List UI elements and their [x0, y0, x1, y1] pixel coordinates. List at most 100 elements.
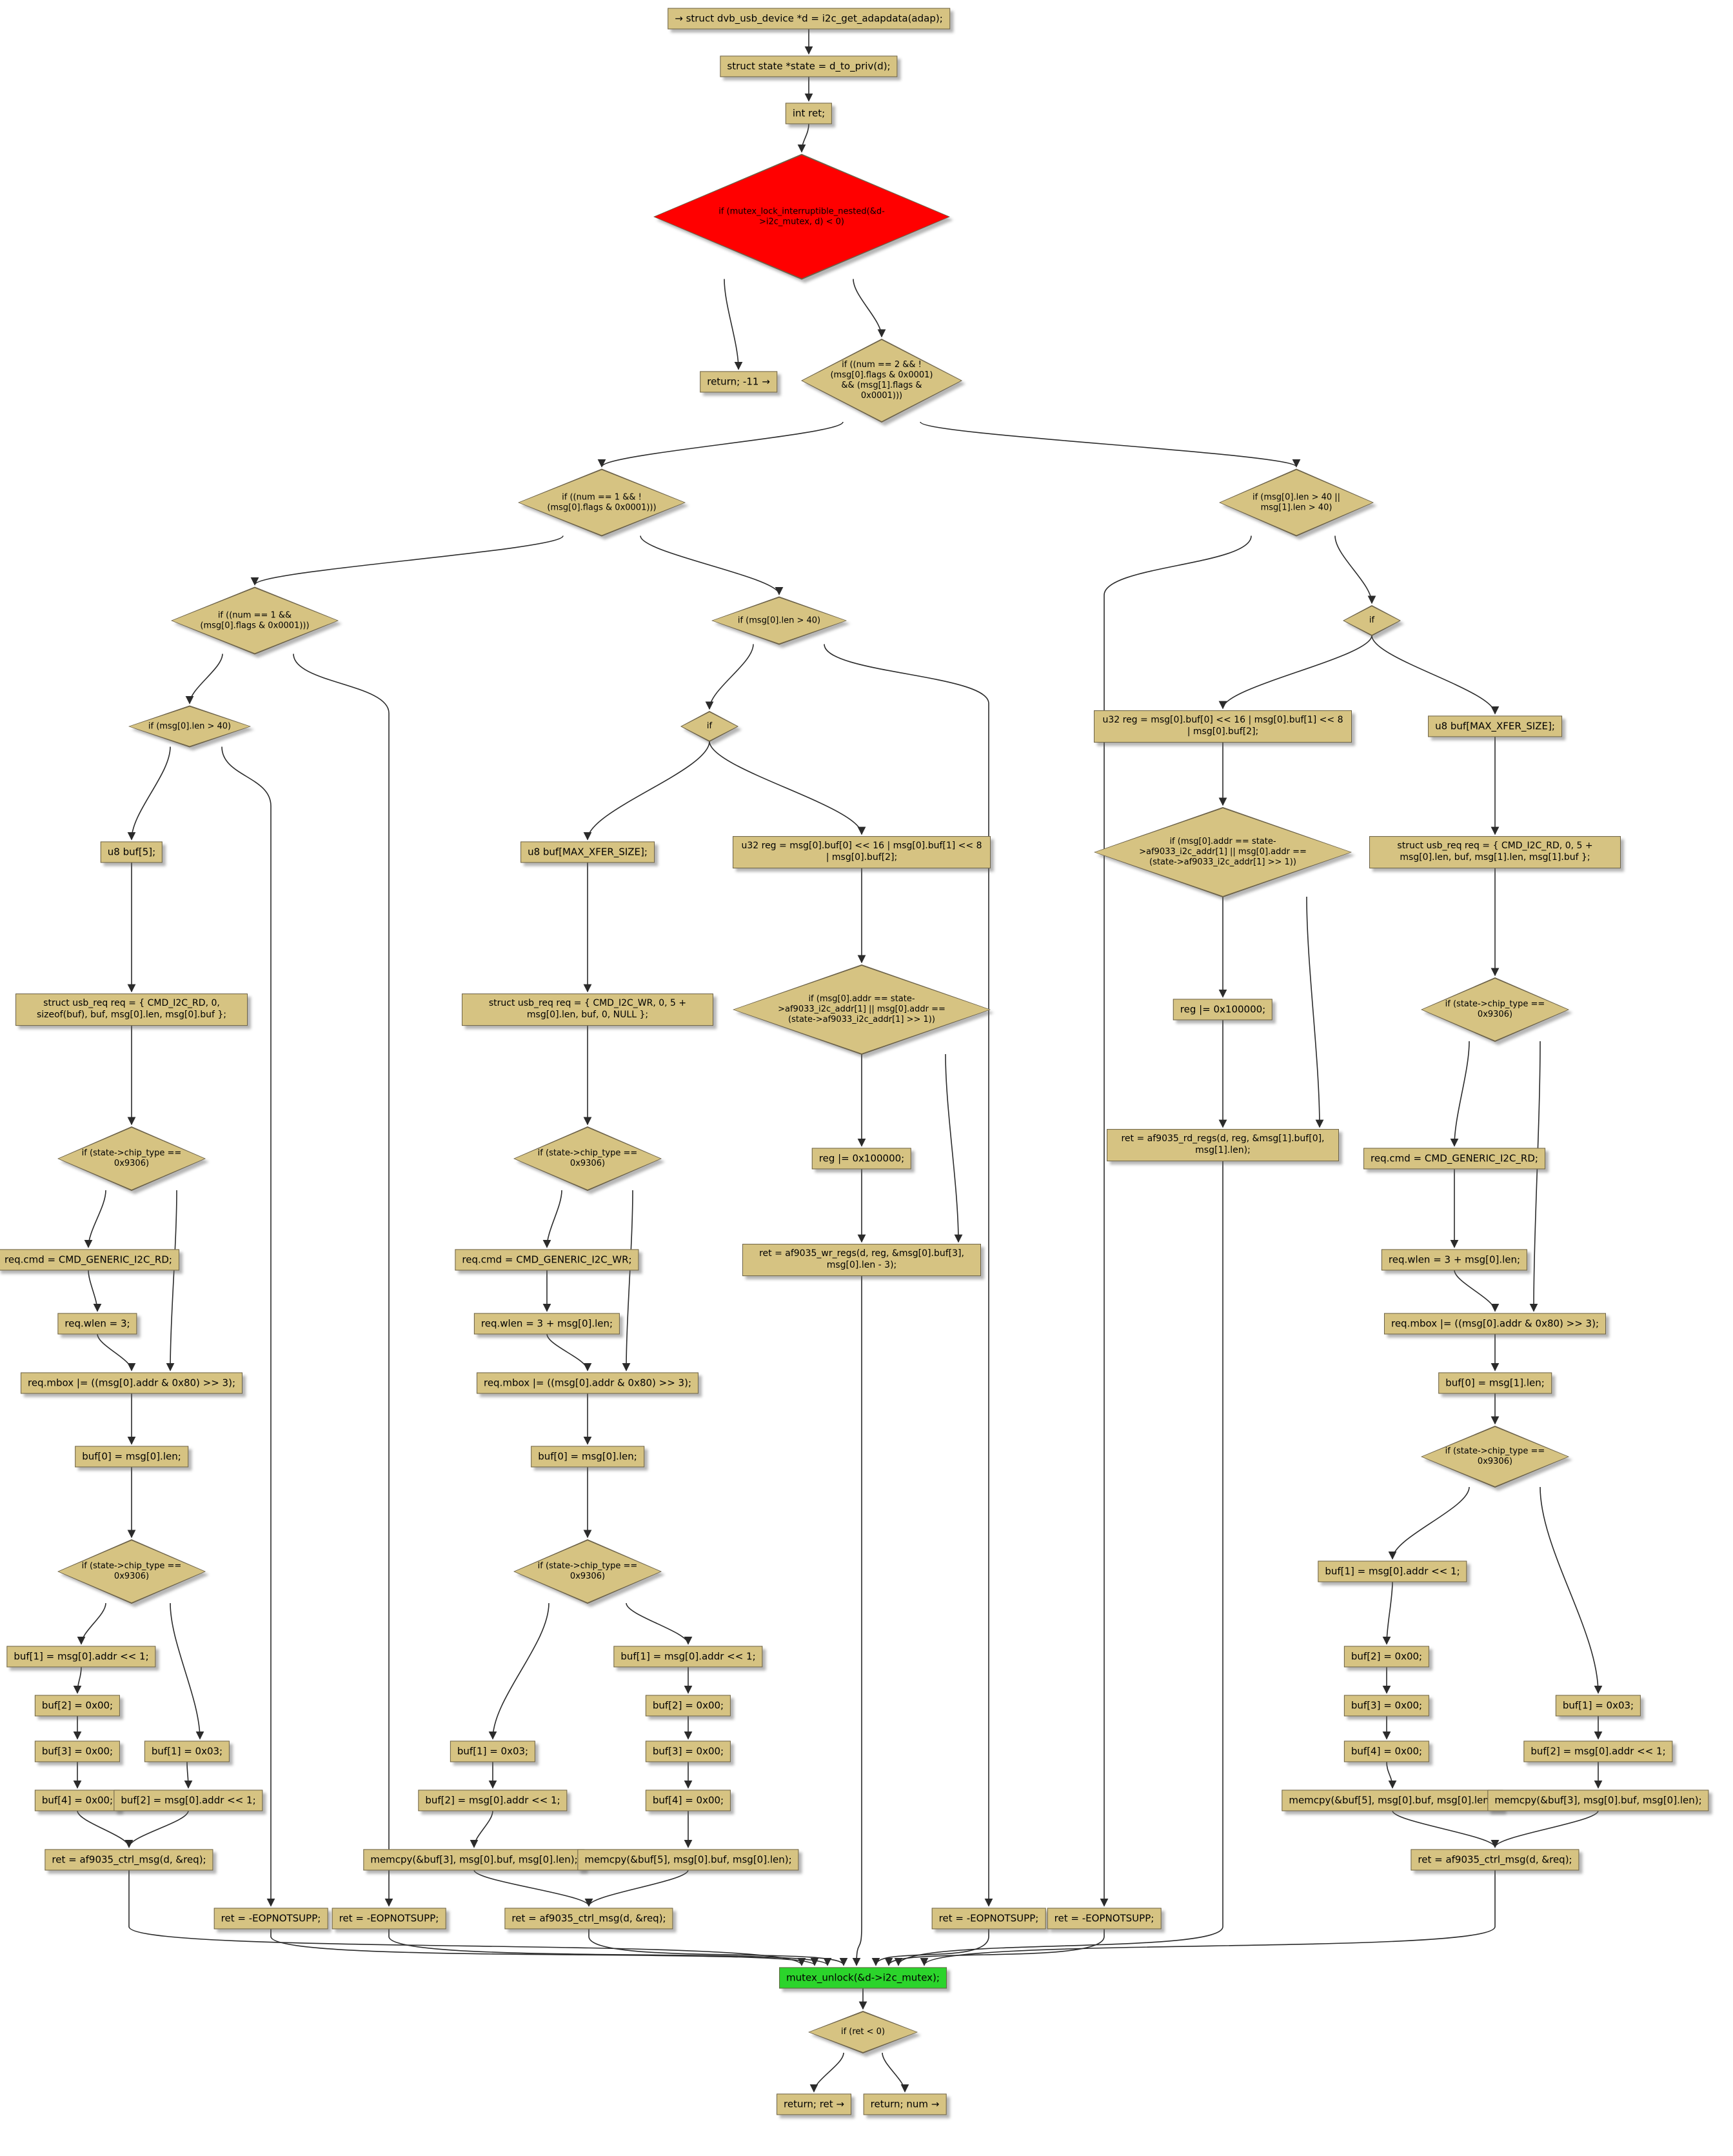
node-label: buf[3] = 0x00; [1351, 1699, 1423, 1712]
node-label: buf[3] = 0x00; [41, 1745, 114, 1757]
flow-node-n25: buf[2] = msg[0].addr << 1; [114, 1790, 263, 1812]
node-label: ret = af9035_ctrl_msg(d, &req); [52, 1853, 206, 1866]
flow-edge-n39-n42 [488, 1602, 550, 1740]
flow-node-n74: ret = -EOPNOTSUPP; [1047, 1908, 1162, 1930]
flow-node-n13: struct usb_req req = { CMD_I2C_RD, 0, si… [15, 993, 248, 1026]
node-label: buf[2] = msg[0].addr << 1; [425, 1794, 560, 1806]
node-label: if (msg[0].addr == state->af9033_i2c_add… [778, 994, 946, 1024]
flow-node-n38: buf[0] = msg[0].len; [531, 1446, 644, 1468]
flow-node-n67: buf[4] = 0x00; [1343, 1741, 1430, 1762]
flow-edge-n08-n74 [1100, 535, 1252, 1907]
node-label: if (msg[0].len > 40) [148, 721, 232, 732]
node-label: memcpy(&buf[3], msg[0].buf, msg[0].len); [1494, 1794, 1702, 1806]
flow-node-n55: struct usb_req req = { CMD_I2C_RD, 0, 5 … [1369, 836, 1621, 868]
flow-edge-n76-n77 [809, 2052, 844, 2093]
flow-edge-n23-n25 [184, 1761, 193, 1789]
node-label: req.cmd = CMD_GENERIC_I2C_RD; [5, 1253, 172, 1266]
node-label: u8 buf[MAX_XFER_SIZE]; [1435, 720, 1555, 732]
flow-node-n57: ret = af9035_rd_regs(d, reg, &msg[1].buf… [1107, 1129, 1339, 1161]
flow-edge-n39-n40 [626, 1602, 693, 1645]
node-label: buf[0] = msg[1].len; [1445, 1377, 1545, 1389]
flow-edge-n63-n68 [1540, 1486, 1603, 1694]
node-label: ret = -EOPNOTSUPP; [938, 1912, 1039, 1924]
flow-edge-n48-n75 [588, 1928, 848, 1966]
flow-node-n64: buf[1] = msg[0].addr << 1; [1318, 1561, 1467, 1582]
flow-node-n09: if ((num == 1 && (msg[0].flags & 0x0001)… [171, 586, 339, 655]
flow-node-n49: reg |= 0x100000; [811, 1148, 912, 1170]
flow-node-n10: if (msg[0].len > 40) [711, 596, 847, 645]
flow-edge-n29-n30 [583, 741, 710, 841]
flow-node-n50: ret = af9035_wr_regs(d, reg, &msg[0].buf… [742, 1244, 981, 1276]
flow-edge-n27-n75 [270, 1928, 819, 1966]
flow-node-n72: ret = af9035_ctrl_msg(d, &req); [1411, 1849, 1580, 1871]
flow-edge-n19-n20 [77, 1602, 106, 1645]
flow-edge-n71-n72 [1490, 1810, 1599, 1848]
node-label: buf[1] = 0x03; [457, 1745, 529, 1757]
node-label: if (ret < 0) [840, 2027, 886, 2037]
node-label: reg |= 0x100000; [818, 1152, 905, 1164]
flow-edge-n25-n26 [124, 1810, 189, 1848]
flow-edge-n58-n61 [1529, 1041, 1541, 1312]
flow-node-n26: ret = af9035_ctrl_msg(d, &req); [45, 1849, 213, 1871]
flow-edge-n63-n64 [1388, 1486, 1470, 1560]
flow-edge-n34-n37 [622, 1190, 633, 1372]
flow-node-n52: u32 reg = msg[0].buf[0] << 16 | msg[0].b… [1094, 710, 1352, 743]
flow-edge-n06-n07 [597, 421, 844, 468]
flow-node-n27: ret = -EOPNOTSUPP; [213, 1908, 328, 1930]
node-label: ret = af9035_wr_regs(d, reg, &msg[0].buf… [759, 1248, 964, 1270]
node-label: u8 buf[MAX_XFER_SIZE]; [528, 846, 648, 858]
node-label: if (mutex_lock_interruptible_nested(&d->… [718, 206, 885, 226]
flow-edge-n51-n53 [1371, 635, 1500, 715]
flow-node-n16: req.wlen = 3; [57, 1313, 137, 1335]
flow-node-n42: buf[1] = 0x03; [450, 1741, 536, 1762]
flow-edge-n29-n31 [709, 741, 866, 835]
node-label: req.wlen = 3; [64, 1317, 130, 1330]
flow-node-n01: → struct dvb_usb_device *d = i2c_get_ada… [668, 8, 950, 30]
node-label: if [1369, 615, 1375, 626]
node-label: if (state->chip_type == 0x9306) [1445, 999, 1545, 1019]
flow-edge-n28-n75 [388, 1928, 832, 1966]
flow-edge-n57-n75 [894, 1160, 1223, 1966]
node-label: return; -11 → [707, 375, 770, 388]
flow-edge-n24-n26 [77, 1810, 134, 1848]
node-label: buf[1] = 0x03; [1562, 1699, 1634, 1712]
flow-node-n75: mutex_unlock(&d->i2c_mutex); [779, 1967, 947, 1989]
node-label: if (state->chip_type == 0x9306) [537, 1148, 638, 1168]
node-label: → struct dvb_usb_device *d = i2c_get_ada… [675, 12, 943, 25]
node-label: ret = -EOPNOTSUPP; [339, 1912, 439, 1924]
node-label: buf[2] = 0x00; [652, 1699, 724, 1712]
flow-edge-n10-n73 [824, 644, 993, 1907]
flow-node-n48: ret = af9035_ctrl_msg(d, &req); [504, 1908, 673, 1930]
node-label: struct usb_req req = { CMD_I2C_RD, 0, si… [37, 998, 226, 1020]
flow-edge-n14-n17 [166, 1190, 177, 1372]
node-label: buf[2] = 0x00; [1351, 1650, 1423, 1662]
flow-edge-n50-n75 [852, 1275, 862, 1966]
flow-edge-n19-n23 [170, 1602, 204, 1740]
flow-edge-n34-n35 [542, 1190, 562, 1248]
flow-edge-n08-n51 [1334, 535, 1376, 604]
flow-edge-n09-n11 [185, 654, 223, 704]
node-label: memcpy(&buf[3], msg[0].buf, msg[0].len); [370, 1853, 578, 1866]
flow-node-n73: ret = -EOPNOTSUPP; [931, 1908, 1046, 1930]
flow-node-n46: memcpy(&buf[3], msg[0].buf, msg[0].len); [363, 1849, 585, 1871]
node-label: ret = af9035_rd_regs(d, reg, &msg[1].buf… [1121, 1133, 1325, 1155]
flow-edge-n58-n59 [1450, 1041, 1470, 1147]
node-label: req.mbox |= ((msg[0].addr & 0x80) >> 3); [1391, 1317, 1599, 1330]
node-label: if (msg[0].len > 40) [737, 615, 821, 626]
node-label: buf[1] = msg[0].addr << 1; [14, 1650, 149, 1662]
flow-edge-n70-n72 [1392, 1810, 1500, 1848]
node-label: u32 reg = msg[0].buf[0] << 16 | msg[0].b… [741, 841, 982, 863]
node-label: req.mbox |= ((msg[0].addr & 0x80) >> 3); [27, 1377, 236, 1389]
node-label: buf[1] = 0x03; [151, 1745, 223, 1757]
flow-edge-n44-n46 [470, 1810, 493, 1848]
flow-node-n54: if (msg[0].addr == state->af9033_i2c_add… [1094, 807, 1352, 897]
flow-edge-n64-n65 [1382, 1581, 1393, 1645]
flow-node-n06: if ((num == 2 && !(msg[0].flags & 0x0001… [801, 339, 962, 423]
node-label: req.wlen = 3 + msg[0].len; [1388, 1253, 1521, 1266]
node-label: if (state->chip_type == 0x9306) [537, 1561, 638, 1581]
flow-edge-n07-n10 [640, 535, 784, 595]
flow-node-n76: if (ret < 0) [808, 2011, 918, 2053]
flow-node-n36: req.wlen = 3 + msg[0].len; [473, 1313, 620, 1335]
node-label: ret = af9035_ctrl_msg(d, &req); [511, 1912, 666, 1924]
